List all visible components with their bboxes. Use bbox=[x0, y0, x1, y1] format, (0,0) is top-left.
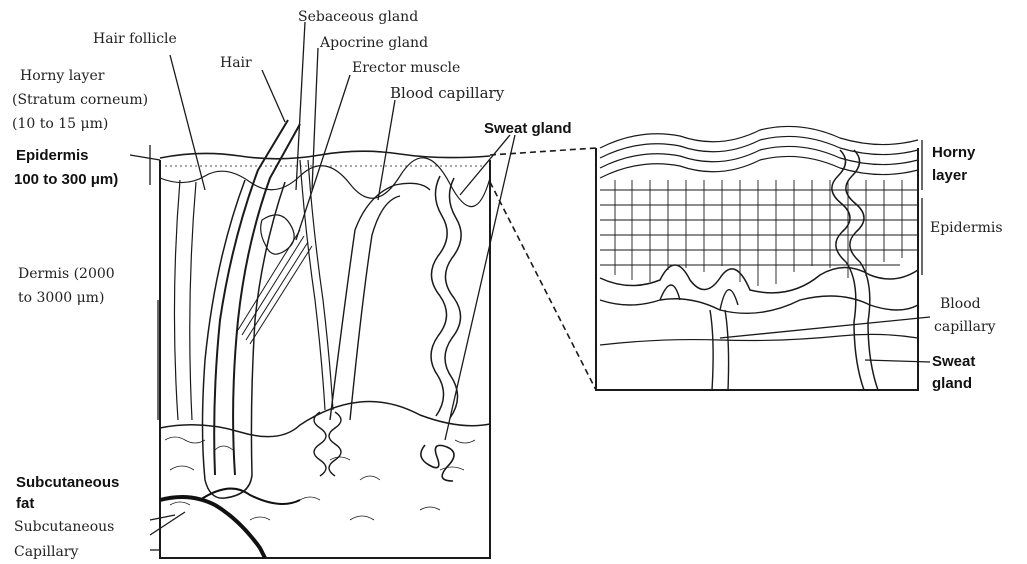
label-subcutaneous-fat-2: fat bbox=[16, 495, 34, 512]
epidermis-detail bbox=[596, 126, 918, 390]
label-horny-thickness: (10 to 15 μm) bbox=[12, 116, 108, 132]
label-hair-follicle: Hair follicle bbox=[93, 31, 177, 47]
epidermal-cells bbox=[600, 180, 918, 286]
label-sweat-gland: Sweat gland bbox=[484, 120, 572, 137]
label-horny-layer: Horny layer bbox=[20, 68, 105, 84]
label-sebaceous-gland: Sebaceous gland bbox=[298, 9, 418, 25]
skin-cross-section bbox=[160, 120, 490, 558]
label-stratum-corneum: (Stratum corneum) bbox=[12, 92, 148, 108]
label-detail-sweat: Sweat bbox=[932, 353, 975, 370]
label-detail-horny: Horny bbox=[932, 144, 976, 161]
label-subcutaneous-capillary-2: Capillary bbox=[14, 544, 78, 560]
magnification-connectors bbox=[490, 148, 596, 390]
label-dermis: Dermis (2000 bbox=[18, 266, 115, 282]
horny-layer-scales bbox=[600, 126, 918, 178]
label-erector-muscle: Erector muscle bbox=[352, 60, 460, 76]
label-epidermis-thickness: 100 to 300 μm) bbox=[14, 171, 118, 188]
label-detail-capillary: capillary bbox=[934, 319, 996, 335]
leader-lines bbox=[130, 22, 930, 550]
label-detail-epidermis: Epidermis bbox=[930, 220, 1003, 236]
label-detail-blood: Blood bbox=[940, 296, 981, 312]
label-dermis-thickness: to 3000 μm) bbox=[18, 290, 104, 306]
label-subcutaneous-capillary: Subcutaneous bbox=[14, 519, 114, 535]
label-detail-gland: gland bbox=[932, 375, 972, 392]
subcutaneous-fat-texture bbox=[165, 437, 475, 520]
label-detail-horny-layer: layer bbox=[932, 167, 967, 184]
label-apocrine-gland: Apocrine gland bbox=[319, 35, 428, 51]
label-blood-capillary: Blood capillary bbox=[390, 84, 505, 102]
label-epidermis: Epidermis bbox=[16, 147, 89, 164]
label-hair: Hair bbox=[220, 55, 252, 71]
label-subcutaneous-fat: Subcutaneous bbox=[16, 474, 119, 491]
